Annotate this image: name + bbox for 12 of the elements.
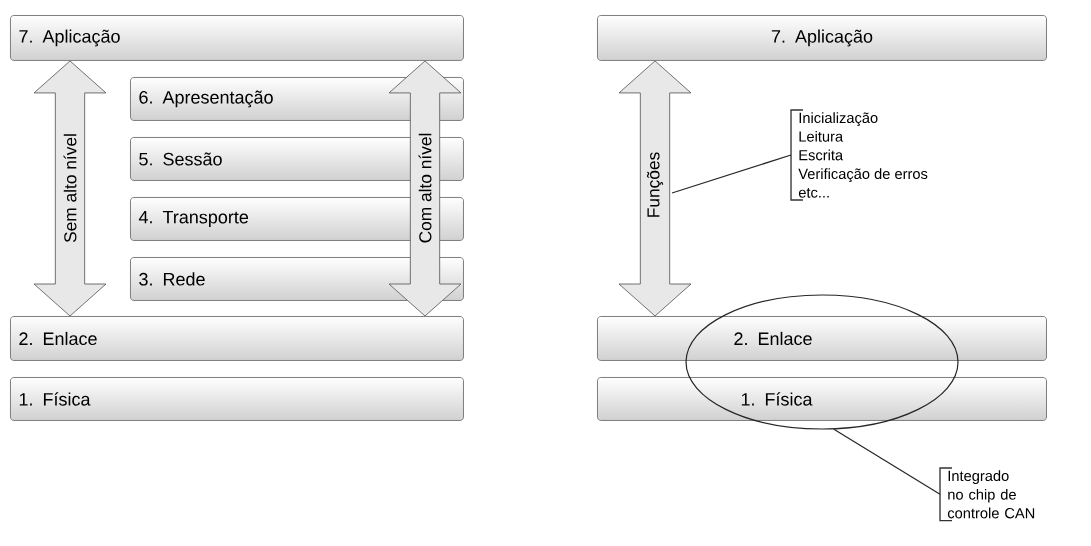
ellipse-outline [685, 294, 959, 430]
leader-line [671, 154, 792, 194]
edge-label: Sem alto nível [62, 131, 78, 245]
bracket-note: Inicialização Leitura Escrita Verificação de erros etc... [790, 109, 928, 201]
layer-box: 2. Enlace [10, 316, 464, 361]
layer-box: 7. Aplicação [597, 15, 1047, 61]
bracket-note: Integrado no chip de controle CAN [939, 467, 1035, 522]
layer-box: 2. Enlace [597, 316, 1047, 361]
layer-box: 7. Aplicação [10, 15, 464, 61]
leader-line [833, 428, 941, 495]
layer-box: 1. Física [10, 377, 464, 421]
layer-box: 1. Física [597, 377, 1047, 421]
